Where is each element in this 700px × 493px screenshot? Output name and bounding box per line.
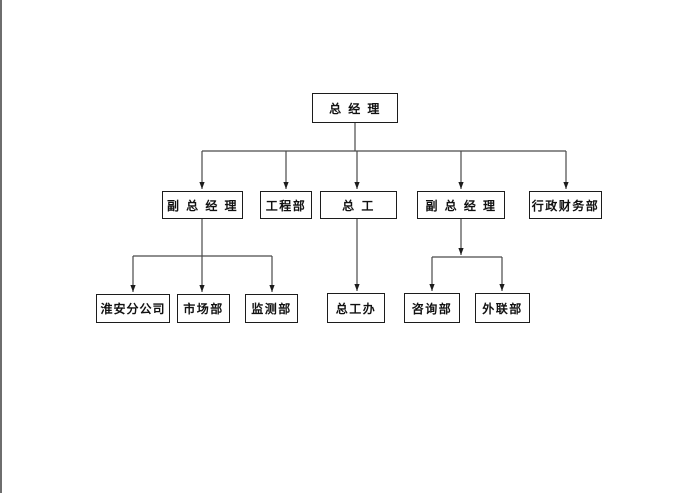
org-node-huaian-branch: 淮安分公司 bbox=[96, 294, 170, 323]
org-node-general-manager: 总 经 理 bbox=[312, 93, 398, 123]
org-node-admin-finance-dept: 行政财务部 bbox=[529, 191, 602, 219]
org-node-engineering-dept: 工程部 bbox=[260, 191, 312, 219]
org-node-deputy-gm-right: 副 总 经 理 bbox=[417, 191, 505, 219]
page-left-edge-line bbox=[0, 0, 2, 493]
org-node-external-relations-dept: 外联部 bbox=[475, 293, 530, 323]
org-node-consulting-dept: 咨询部 bbox=[404, 293, 460, 323]
org-node-chief-engineer-office: 总工办 bbox=[327, 293, 385, 323]
org-node-chief-engineer: 总 工 bbox=[320, 191, 397, 219]
org-node-marketing-dept: 市场部 bbox=[177, 294, 230, 323]
org-node-monitoring-dept: 监测部 bbox=[245, 294, 298, 323]
org-node-deputy-gm-left: 副 总 经 理 bbox=[162, 191, 243, 219]
